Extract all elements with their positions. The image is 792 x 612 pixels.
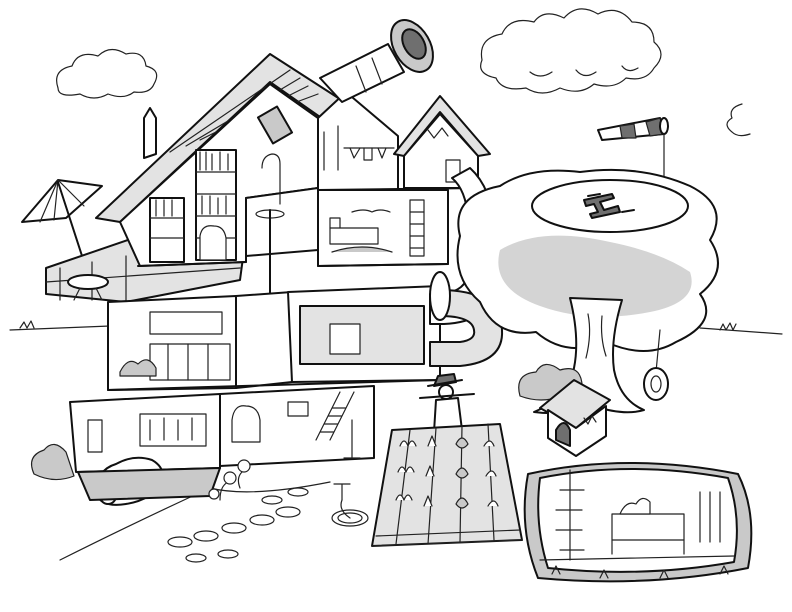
bush-left — [31, 443, 75, 481]
spiral-stairs — [555, 469, 585, 561]
armchair — [199, 225, 227, 261]
flowers — [208, 459, 251, 501]
cloud-right — [480, 8, 662, 94]
chimney-pipe — [143, 107, 157, 159]
ground — [9, 320, 783, 561]
pegboard — [139, 413, 207, 447]
treehouse-helipad — [456, 168, 719, 415]
vegetable-garden — [371, 423, 523, 547]
helipad-h-mark — [583, 193, 621, 219]
wind-sock — [597, 117, 669, 191]
armchair-basement — [231, 405, 261, 443]
underground-bunker — [523, 462, 753, 583]
cutaway-house — [31, 53, 491, 506]
stepping-stones — [167, 487, 309, 563]
garden-hose — [331, 483, 369, 527]
scarecrow — [419, 373, 475, 463]
patio-table — [67, 274, 109, 290]
stairs — [315, 391, 355, 441]
patio-umbrella — [21, 179, 103, 263]
slide-tube-entrance — [256, 105, 294, 145]
ladder — [409, 199, 425, 257]
helipad — [531, 179, 689, 233]
bunker-table — [611, 513, 685, 541]
periscope-tube — [319, 19, 434, 103]
doghouse — [539, 379, 611, 457]
bed — [329, 227, 379, 245]
cloud-small-right — [726, 103, 751, 137]
ceiling-fan — [351, 209, 391, 213]
cloud-left — [56, 48, 158, 99]
